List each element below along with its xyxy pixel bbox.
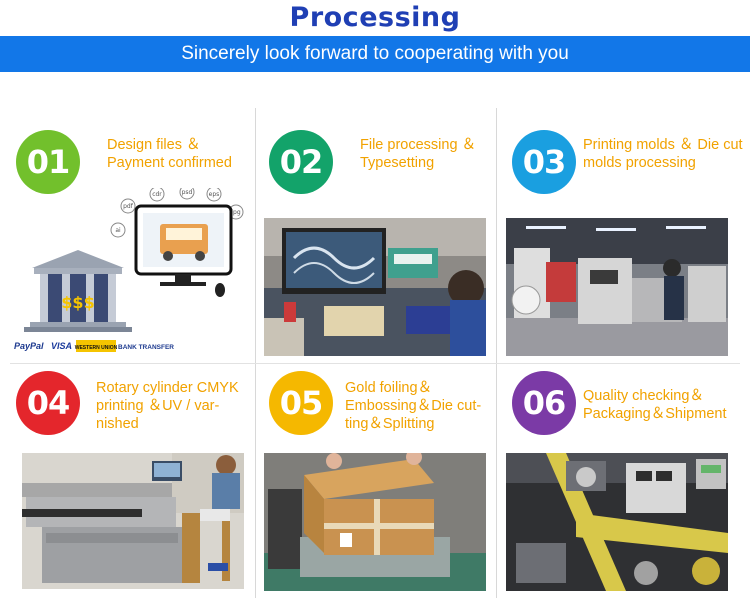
- step-05: 05 Gold foiling＆ Embossing＆Die cut-ting＆…: [253, 363, 503, 603]
- column-divider-1: [255, 108, 256, 598]
- file-bubble-cdr: cdr: [152, 191, 162, 198]
- step-01: 01 Design files ＆ Payment confirmed pdf …: [0, 108, 250, 352]
- row-divider: [10, 363, 740, 364]
- file-bubble-eps: eps: [209, 191, 220, 198]
- bank-money-sign: $$$: [61, 293, 94, 312]
- column-divider-2: [496, 108, 497, 598]
- subtitle-banner: Sincerely look forward to cooperating wi…: [0, 36, 750, 72]
- design-payment-illustration: pdf cdr psd eps ai jpg: [10, 188, 248, 358]
- step-03-number-badge: 03: [512, 130, 576, 194]
- file-bubble-jpg: jpg: [230, 209, 240, 216]
- step-03: 03 Printing molds ＆ Die cut molds proces…: [496, 108, 746, 356]
- paypal-logo: PayPal: [14, 341, 44, 351]
- step-06-number-badge: 06: [512, 371, 576, 435]
- step-02: 02 File processing ＆ Typesetting: [253, 108, 503, 356]
- step-06: 06 Quality checking＆ Packaging＆Shipment: [496, 363, 746, 603]
- step-04: 04 Rotary cylinder CMYK printing ＆UV / v…: [0, 363, 250, 603]
- step-01-number-badge: 01: [16, 130, 80, 194]
- packaged-box-photo: [264, 453, 486, 591]
- step-04-number-badge: 04: [16, 371, 80, 435]
- file-bubble-psd: psd: [182, 189, 193, 196]
- bank-transfer-logo: BANK TRANSFER: [118, 344, 174, 351]
- plate-machine-photo: [22, 453, 244, 589]
- step-04-label: Rotary cylinder CMYK printing ＆UV / var-…: [96, 380, 239, 432]
- step-01-label: Design files ＆ Payment confirmed: [107, 137, 232, 171]
- computer-desk-photo: [264, 218, 486, 356]
- visa-logo: VISA: [51, 341, 72, 351]
- step-03-label: Printing molds ＆ Die cut molds processin…: [583, 137, 743, 171]
- label-machine-photo: [506, 453, 728, 591]
- file-bubble-pdf: pdf: [123, 203, 134, 210]
- step-06-label: Quality checking＆ Packaging＆Shipment: [583, 388, 727, 422]
- printing-machine-photo: [506, 218, 728, 356]
- western-union-logo: WESTERN UNION: [75, 345, 118, 351]
- step-02-number-badge: 02: [269, 130, 333, 194]
- step-05-number-badge: 05: [269, 371, 333, 435]
- step-02-label: File processing ＆ Typesetting: [360, 137, 477, 171]
- page-title: Processing: [289, 2, 461, 33]
- step-05-label: Gold foiling＆ Embossing＆Die cut-ting＆Spl…: [345, 380, 482, 432]
- file-bubble-ai: ai: [115, 227, 121, 234]
